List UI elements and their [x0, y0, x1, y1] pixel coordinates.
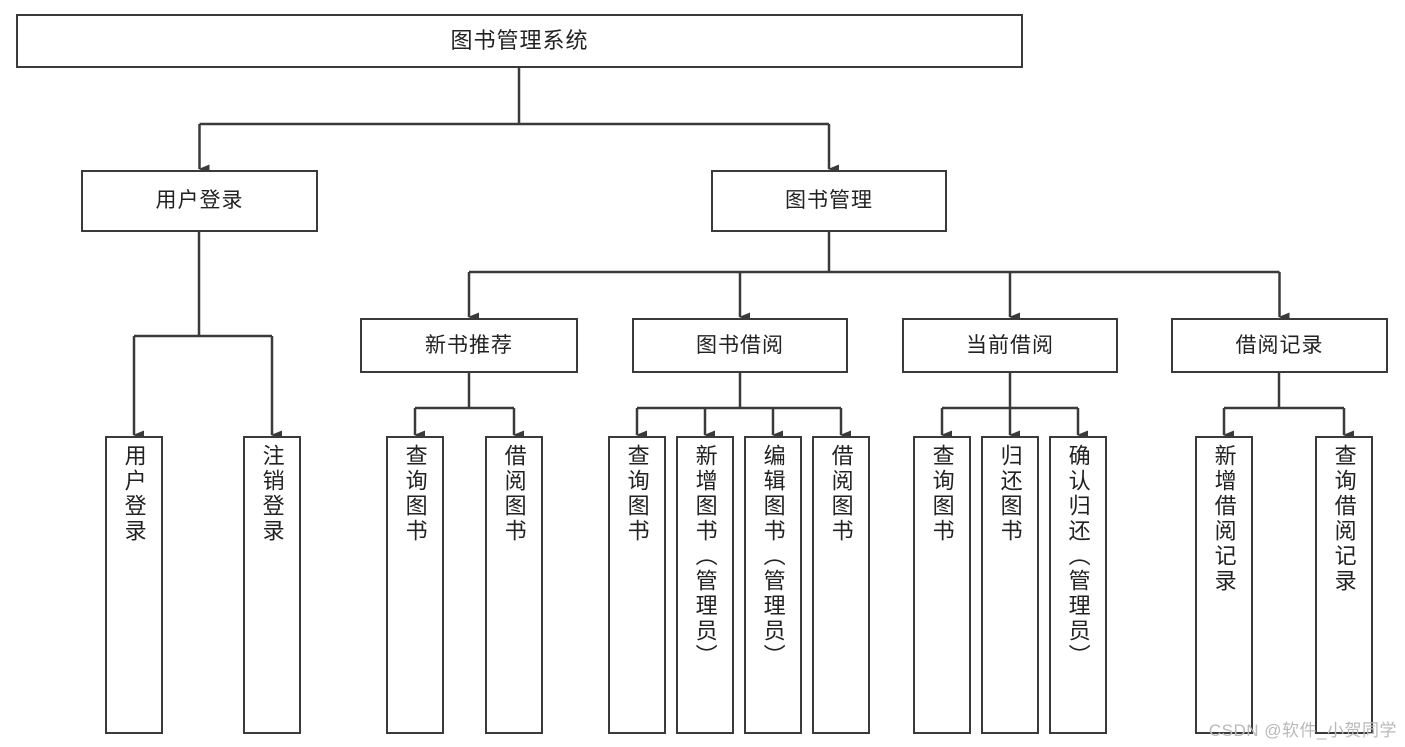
node-book-management[interactable]: 图书管理 [711, 170, 947, 232]
node-label: 编辑图书（管理员） [760, 444, 786, 669]
node-leaf-query-book-borrow[interactable]: 查询图书 [608, 436, 666, 734]
node-label: 查询图书 [929, 444, 955, 544]
node-borrow-record[interactable]: 借阅记录 [1171, 318, 1388, 373]
node-label: 用户登录 [155, 189, 244, 213]
watermark-text: CSDN @软件_小贺同学 [1208, 721, 1397, 740]
node-label: 归还图书 [997, 444, 1023, 544]
node-leaf-query-book-current[interactable]: 查询图书 [913, 436, 971, 734]
node-leaf-return-book[interactable]: 归还图书 [981, 436, 1039, 734]
node-label: 查询借阅记录 [1331, 444, 1357, 594]
node-leaf-user-logout[interactable]: 注销登录 [243, 436, 301, 734]
node-leaf-query-book-recommend[interactable]: 查询图书 [386, 436, 444, 734]
node-leaf-add-borrow-record[interactable]: 新增借阅记录 [1195, 436, 1253, 734]
node-label: 图书借阅 [696, 333, 784, 357]
node-current-borrow[interactable]: 当前借阅 [902, 318, 1118, 373]
node-leaf-add-book-admin[interactable]: 新增图书（管理员） [676, 436, 734, 734]
node-leaf-borrow-book-recommend[interactable]: 借阅图书 [485, 436, 543, 734]
node-label: 查询图书 [624, 444, 650, 544]
node-label: 注销登录 [259, 444, 285, 544]
node-label: 新书推荐 [425, 333, 513, 357]
node-leaf-edit-book-admin[interactable]: 编辑图书（管理员） [744, 436, 802, 734]
node-label: 用户登录 [121, 444, 147, 544]
node-user-login[interactable]: 用户登录 [81, 170, 318, 232]
node-label: 借阅图书 [501, 444, 527, 544]
node-label: 图书管理 [785, 189, 873, 213]
node-label: 新增图书（管理员） [692, 444, 718, 669]
node-label: 查询图书 [402, 444, 428, 544]
node-book-borrow[interactable]: 图书借阅 [632, 318, 848, 373]
node-root[interactable]: 图书管理系统 [16, 14, 1023, 68]
node-leaf-borrow-book[interactable]: 借阅图书 [812, 436, 870, 734]
node-label: 图书管理系统 [450, 27, 589, 53]
node-leaf-user-login[interactable]: 用户登录 [105, 436, 163, 734]
node-label: 确认归还（管理员） [1065, 444, 1091, 669]
node-label: 借阅图书 [828, 444, 854, 544]
node-leaf-confirm-return-admin[interactable]: 确认归还（管理员） [1049, 436, 1107, 734]
node-label: 借阅记录 [1235, 333, 1324, 357]
node-label: 新增借阅记录 [1211, 444, 1237, 594]
node-label: 当前借阅 [966, 333, 1054, 357]
node-leaf-query-borrow-record[interactable]: 查询借阅记录 [1315, 436, 1373, 734]
node-new-book-recommend[interactable]: 新书推荐 [360, 318, 578, 373]
